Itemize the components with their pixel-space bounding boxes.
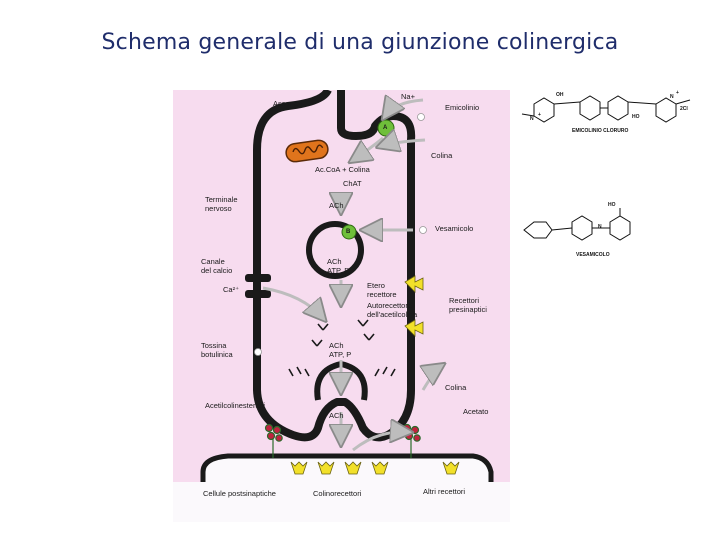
emicolinio-oh: OH (556, 92, 564, 98)
label-na: Na+ (401, 92, 415, 101)
label-tossina: Tossina botulinica (201, 341, 233, 359)
emicolinio-counterion: 2Cl (680, 106, 688, 112)
label-acetilcolinesterasi: Acetilcolinesterasi (205, 401, 266, 410)
label-terminale: Terminale nervoso (205, 195, 238, 213)
label-ach-release: ACh ATP, P (329, 341, 352, 359)
mitochondrion (285, 139, 329, 163)
label-chat: ChAT (343, 179, 362, 188)
vesamicolo-ho: HO (608, 202, 616, 208)
presynaptic-membrane (253, 90, 416, 442)
vesamicolo-name: VESAMICOLO (576, 252, 610, 258)
slide-title: Schema generale di una giunzione coliner… (101, 30, 619, 55)
label-emicolinio: Emicolinio (445, 103, 480, 112)
calcium-channel-shape (245, 274, 271, 298)
emicolinio-n-right: N (670, 94, 674, 100)
diagram-drawing (173, 90, 510, 522)
badge-a-label: A (383, 125, 388, 131)
label-assone: Assone (273, 99, 299, 108)
label-colinorecettori: Colinorecettori (313, 489, 362, 498)
vesamicolo-n: N (598, 224, 602, 230)
emicolinio-ho: HO (632, 114, 640, 120)
label-vesamicolo: Vesamicolo (435, 224, 474, 233)
label-canale-calcio: Canale del calcio (201, 257, 233, 275)
emicolinio-charge-right: + (676, 90, 679, 96)
vesicular-transporter (341, 224, 357, 240)
label-cellule: Cellule postsinaptiche (203, 489, 276, 498)
label-ca: Ca²⁺ (223, 285, 240, 294)
vesamicolo-structure: HO N VESAMICOLO (520, 200, 650, 264)
cholinergic-junction-diagram: Assone Na+ Emicolinio Ac.CoA + Colina Ch… (173, 90, 510, 522)
label-acetil-coa: Ac.CoA + Colina (315, 165, 370, 174)
emicolinio-n-left: N (530, 116, 534, 122)
label-ach-vesicle: ACh ATP, P (327, 257, 350, 275)
emicolinio-name: EMICOLINIO CLORURO (572, 128, 629, 134)
label-colina-bottom: Colina (445, 383, 467, 392)
label-colina-top: Colina (431, 151, 453, 160)
label-ach-top: ACh (329, 201, 344, 210)
label-acetato: Acetato (463, 407, 489, 416)
cholinoreceptors (290, 461, 460, 475)
presynaptic-receptors (404, 275, 424, 337)
label-altri: Altri recettori (423, 487, 466, 496)
label-ach-cleft: ACh (329, 411, 344, 420)
label-recettori-pre: Recettori presinaptici (449, 296, 487, 314)
badge-b-label: B (346, 229, 351, 235)
emicolinio-charge-left: + (538, 112, 541, 118)
emicolinio-structure: OH HO N N + + 2Cl EMICOLINIO CLORURO (520, 84, 700, 140)
label-autorecettore: Autorecettore dell'acetilcolina (367, 301, 418, 319)
label-etero: Etero recettore (367, 281, 397, 299)
